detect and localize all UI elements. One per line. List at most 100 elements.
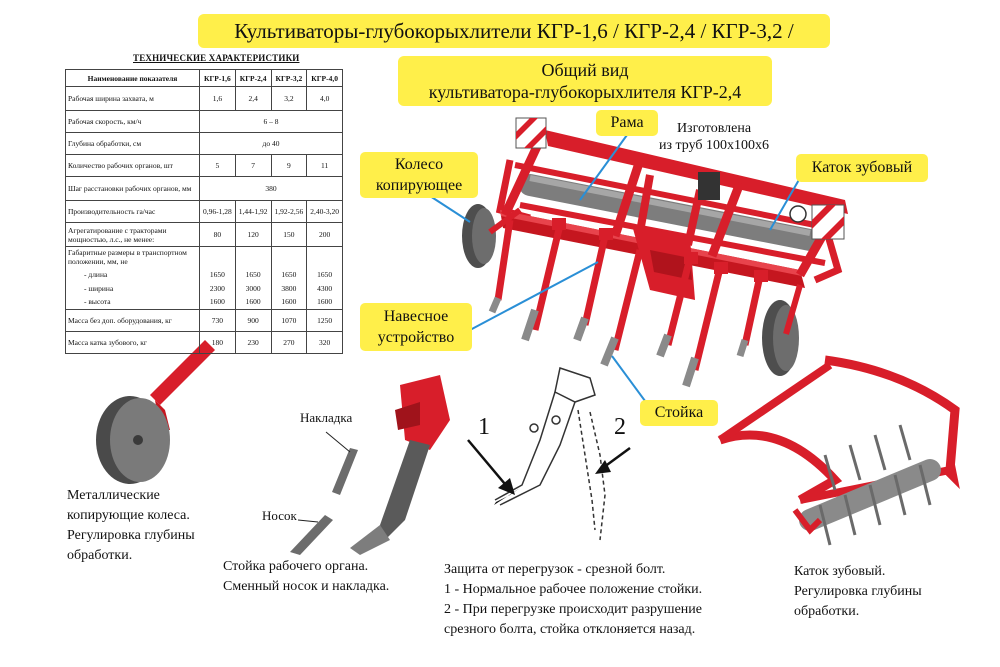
caption-wheels: Металлические копирующие колеса. Регулир… — [67, 486, 217, 566]
cell: 1650 — [199, 267, 236, 281]
callout-hitch-line1: Навесное — [383, 308, 449, 325]
specs-header-kgr24: КГР-2,4 — [234, 69, 272, 87]
cell: 4,0 — [306, 86, 343, 111]
speed-sign-icon — [789, 205, 807, 223]
specs-header-kgr32: КГР-3,2 — [270, 69, 308, 87]
specs-header-kgr16: КГР-1,6 — [199, 69, 236, 87]
cell: 1,92-2,56 — [270, 200, 308, 223]
row-name: Количество рабочих органов, шт — [65, 154, 200, 177]
cell: 1070 — [270, 308, 308, 332]
table-row: Рабочая ширина захвата, м 1,6 2,4 3,2 4,… — [65, 86, 343, 111]
cell: 230 — [234, 330, 272, 354]
cell: 380 — [199, 176, 343, 201]
cell: 0,96-1,28 — [199, 200, 236, 223]
caption-protection-line3: 2 - При перегрузке происходит разрушение — [444, 602, 703, 617]
cell: 5 — [199, 154, 236, 177]
row-name: Шаг расстановки рабочих органов, мм — [65, 176, 200, 201]
cell: 7 — [234, 154, 272, 177]
table-row: Количество рабочих органов, шт 5 7 9 11 — [65, 154, 343, 177]
callout-wheel: Колесо копирующее — [360, 152, 478, 198]
shank-illustration — [290, 375, 450, 555]
callout-pipes-line2: из труб 100х100х6 — [658, 138, 770, 153]
table-row: Агрегатирование с тракторами мощностью, … — [65, 222, 343, 247]
cell — [270, 246, 308, 267]
cell: до 40 — [199, 132, 343, 155]
row-name: Масса без доп. оборудования, кг — [65, 308, 200, 332]
plate-part — [332, 448, 358, 495]
callout-pipes-line1: Изготовлена — [676, 121, 752, 136]
cell: 3000 — [234, 281, 272, 295]
caption-wheels-line2: копирующие колеса. — [67, 508, 190, 523]
caption-shank-line1: Стойка рабочего органа. — [223, 559, 369, 574]
cell — [306, 246, 343, 267]
callout-roller: Каток зубовый — [796, 154, 928, 182]
callout-frame: Рама — [596, 110, 658, 136]
table-row: - высота 1600 1600 1600 1600 — [65, 295, 343, 310]
cell: 1250 — [306, 308, 343, 332]
label-nose: Носок — [262, 508, 297, 523]
general-view-banner: Общий вид культиватора-глубокорыхлителя … — [398, 56, 772, 106]
general-view-line2: культиватора-глубокорыхлителя КГР-2,4 — [428, 82, 742, 102]
cell: 1600 — [306, 295, 343, 310]
row-name: - высота — [65, 295, 200, 310]
cell: 900 — [234, 308, 272, 332]
caption-shank: Стойка рабочего органа. Сменный носок и … — [223, 557, 413, 597]
cell: 9 — [270, 154, 308, 177]
row-name: Агрегатирование с тракторами мощностью, … — [65, 222, 200, 247]
specs-table: Наименование показателя КГР-1,6 КГР-2,4 … — [65, 69, 343, 354]
nose-part — [290, 515, 333, 555]
specs-header-row: Наименование показателя КГР-1,6 КГР-2,4 … — [65, 69, 343, 87]
callout-lines — [429, 134, 801, 406]
cell: 1,44-1,92 — [234, 200, 272, 223]
cultivator-illustration — [462, 117, 848, 388]
caption-protection-line1: Защита от перегрузок - срезной болт. — [444, 562, 666, 577]
cell: 4300 — [306, 281, 343, 295]
caption-wheels-line4: обработки. — [67, 548, 133, 563]
page-title: Культиваторы-глубокорыхлители КГР-1,6 / … — [198, 14, 830, 77]
shanks-group — [488, 219, 764, 388]
cell: 1650 — [234, 267, 272, 281]
cell: 2,4 — [234, 86, 272, 111]
row-name: - длина — [65, 267, 200, 281]
caption-wheels-line3: Регулировка глубины — [67, 528, 195, 543]
row-name: Производительность га/час — [65, 200, 200, 223]
cell: 180 — [199, 330, 236, 354]
row-name: Габаритные размеры в транспортном положе… — [65, 246, 200, 267]
callout-hitch-line2: устройство — [377, 329, 455, 346]
overload-protection-illustration — [494, 367, 606, 541]
frame-beam-rear — [545, 130, 848, 214]
cell: 3800 — [270, 281, 308, 295]
row-name: Рабочая скорость, км/ч — [65, 110, 200, 133]
table-row: Масса катка зубового, кг 180 230 270 320 — [65, 330, 343, 354]
cell: 270 — [270, 330, 308, 354]
caption-wheels-line1: Металлические — [67, 488, 160, 503]
caption-roller-line3: обработки. — [794, 604, 860, 619]
hydraulic-cylinder — [698, 172, 720, 200]
cell: 1600 — [234, 295, 272, 310]
caption-roller: Каток зубовый. Регулировка глубины обраб… — [794, 562, 954, 622]
cell: 2300 — [199, 281, 236, 295]
cell — [199, 246, 236, 267]
marker-2: 2 — [614, 414, 626, 440]
caption-protection: Защита от перегрузок - срезной болт. 1 -… — [444, 560, 734, 640]
warning-sign-left — [515, 117, 547, 149]
cell: 11 — [306, 154, 343, 177]
cell: 730 — [199, 308, 236, 332]
cell: 6 – 8 — [199, 110, 343, 133]
marker-1: 1 — [478, 414, 490, 440]
cell: 320 — [306, 330, 343, 354]
caption-roller-line1: Каток зубовый. — [794, 564, 886, 579]
cell: 1600 — [270, 295, 308, 310]
row-name: - ширина — [65, 281, 200, 295]
cell: 80 — [199, 222, 236, 247]
table-row: Габаритные размеры в транспортном положе… — [65, 246, 343, 267]
arrow-1 — [467, 439, 511, 491]
copy-wheel-right — [762, 284, 803, 376]
specs-title: ТЕХНИЧЕСКИЕ ХАРАКТЕРИСТИКИ — [133, 53, 300, 63]
caption-protection-line4: срезного болта, стойка отклоняется назад… — [444, 622, 696, 637]
table-row: Шаг расстановки рабочих органов, мм 380 — [65, 176, 343, 201]
toothed-roller-illustration — [717, 355, 960, 546]
cell: 1600 — [199, 295, 236, 310]
table-row: - длина 1650 1650 1650 1650 — [65, 267, 343, 281]
